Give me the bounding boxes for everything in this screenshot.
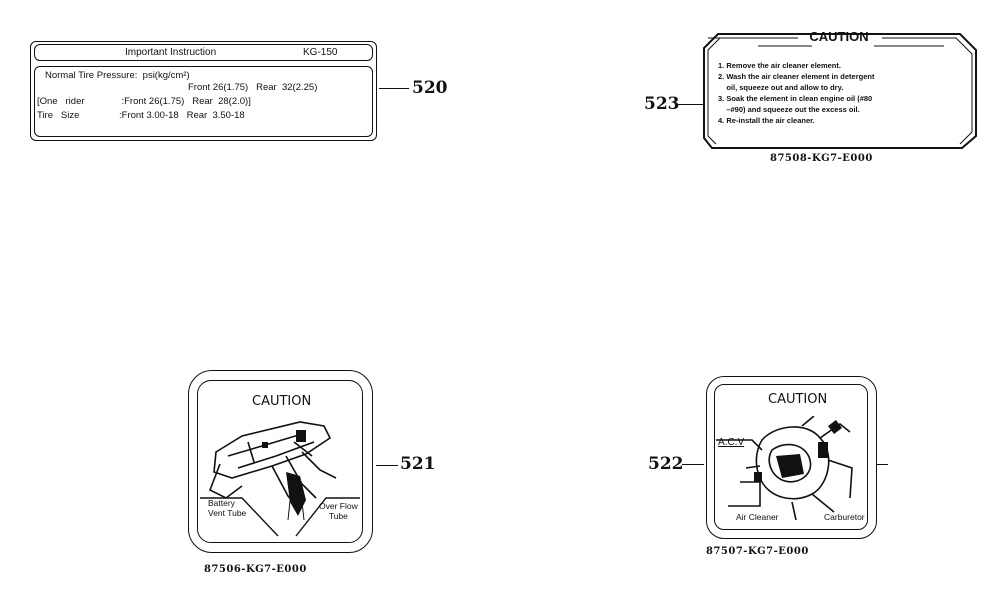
label-522-acv: CAUTION A.C.V Air Cleaner Carburetor [706,376,878,540]
part-code-522: 87507-KG7-E000 [706,546,809,557]
header-model: KG-150 [303,47,338,58]
label-520-tire-pressure: Important Instruction KG-150 Normal Tire… [30,41,377,141]
part-number-520: 520 [412,78,448,98]
tire-pressure-row: Normal Tire Pressure: psi(kg/cm²) [45,70,190,81]
label-inner-border [197,380,363,543]
label-outer-border [706,376,877,539]
part-number-523: 523 [644,94,680,114]
caution-title: CAUTION [252,394,312,409]
acv-label: A.C.V [718,437,745,448]
tire-size-row: Tire Size :Front 3.00-18 Rear 3.50-18 [37,110,245,121]
caution-title: CAUTION [768,392,828,407]
label-inner-border [714,384,868,530]
part-code-523: 87508-KG7-E000 [770,153,873,164]
instruction-line: 3. Soak the element in clean engine oil … [718,94,873,103]
front-rear-row: Front 26(1.75) Rear 32(2.25) [188,82,318,93]
overflow-tube-caption: Over Flow Tube [319,501,358,521]
instruction-line: 2. Wash the air cleaner element in deter… [718,72,875,81]
label-523-frame [703,33,977,149]
battery-tube-illustration [208,421,337,521]
one-rider-row: [One rider :Front 26(1.75) Rear 28(2.0)] [37,96,251,107]
leader-line-521 [376,465,398,466]
part-number-522: 522 [648,454,684,474]
leader-line-522-right [876,464,888,465]
caption-divider-lines [200,497,360,537]
label-border [30,41,377,141]
instruction-line: 1. Remove the air cleaner element. [718,61,841,70]
part-code-521: 87506-KG7-E000 [204,564,307,575]
battery-vent-tube-caption: Battery Vent Tube [208,498,247,518]
air-cleaner-caption: Air Cleaner [736,512,779,522]
label-523-air-cleaner: CAUTION 1. Remove the air cleaner elemen… [706,29,972,150]
leader-line-523 [678,104,704,105]
label-521-battery-vent: CAUTION Battery Vent Tube Over Flow Tube [188,370,374,554]
caution-title: CAUTION [809,29,869,44]
label-body: Normal Tire Pressure: psi(kg/cm²) Front … [34,66,373,137]
label-header: Important Instruction KG-150 [34,44,373,61]
part-number-521: 521 [400,454,436,474]
label-outer-border [188,370,373,553]
instruction-line: 4. Re-install the air cleaner. [718,116,815,125]
carburetor-caption: Carburetor [824,512,865,522]
header-title: Important Instruction [125,47,217,58]
instruction-line: –#90) and squeeze out the excess oil. [718,105,860,114]
leader-line-522 [682,464,704,465]
leader-line-520 [379,88,409,89]
acv-carburetor-illustration [716,416,853,521]
instruction-line: oil, squeeze out and allow to dry. [718,83,844,92]
